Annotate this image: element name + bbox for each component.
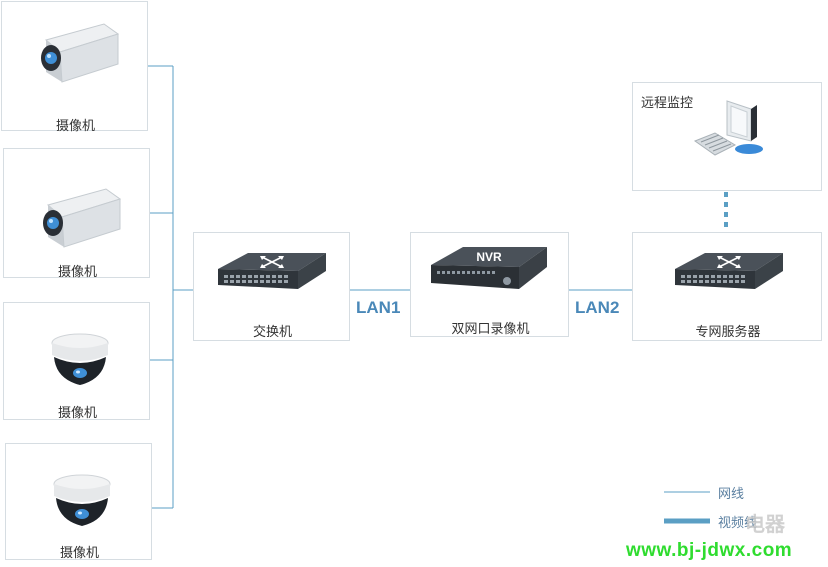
legend-network-label: 网线 [718,487,745,502]
camera-node-1: 摄像机 [1,1,148,134]
nvr-node: NVR 双网口录像机 [410,232,569,337]
network-switch-icon [218,253,326,289]
nvr-label: 双网口录像机 [451,322,530,337]
monitor-pc-icon [693,100,763,156]
bullet-camera-icon [43,188,122,248]
camera-node-2: 摄像机 [3,148,150,280]
nvr-recorder-icon: NVR [431,247,547,289]
remote-node: 远程监控 [632,82,822,191]
lan2-label: LAN2 [575,298,620,317]
camera-label-4: 摄像机 [59,546,99,561]
dome-camera-icon [51,333,109,385]
bullet-camera-icon [41,23,120,83]
server-label: 专网服务器 [695,325,761,340]
switch-node: 交换机 [193,232,350,341]
camera-label-1: 摄像机 [55,119,95,134]
switch-label: 交换机 [252,325,292,340]
lan1-label: LAN1 [356,298,401,317]
watermark-url: www.bj-jdwx.com [626,540,793,561]
camera-node-4: 摄像机 [5,443,152,561]
camera-node-3: 摄像机 [3,302,150,421]
server-node: 专网服务器 [632,232,822,341]
camera-label-3: 摄像机 [57,406,97,421]
nvr-badge-text: NVR [476,250,502,264]
watermark-mark: 电器 [745,512,785,536]
remote-label: 远程监控 [641,96,694,111]
dome-camera-icon [53,474,111,526]
network-switch-icon [675,253,783,289]
legend-video-label: 视频线 [718,516,758,531]
camera-label-2: 摄像机 [57,265,97,280]
